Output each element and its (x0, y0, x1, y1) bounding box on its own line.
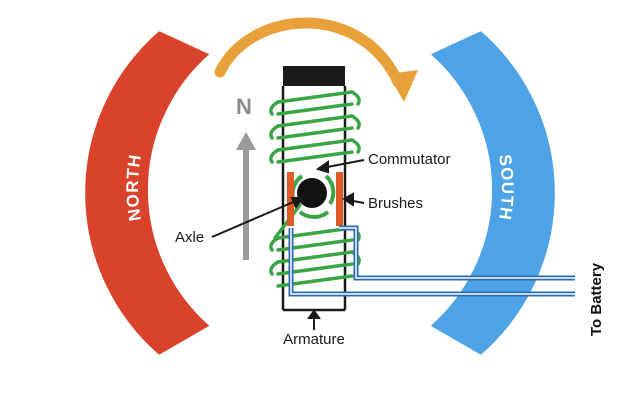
rotation-arrow (214, 17, 418, 102)
leader-lines (211, 159, 365, 330)
axle (297, 178, 327, 208)
brush-left (287, 172, 294, 226)
brush-right (336, 172, 343, 226)
north-magnet-label: NORTH (123, 153, 145, 223)
south-magnet-label: SOUTH (495, 153, 517, 222)
axle-label: Axle (175, 229, 204, 246)
field-direction-arrow (236, 132, 256, 260)
battery-wires-highlight (290, 227, 575, 295)
brushes-label: Brushes (368, 195, 423, 212)
field-direction-label: N (236, 94, 252, 119)
upper-coil-winding (269, 90, 361, 164)
south-magnet (427, 28, 557, 358)
commutator-label: Commutator (368, 151, 451, 168)
battery-label: To Battery (588, 262, 605, 336)
armature-label: Armature (283, 331, 345, 348)
north-magnet (83, 28, 213, 358)
